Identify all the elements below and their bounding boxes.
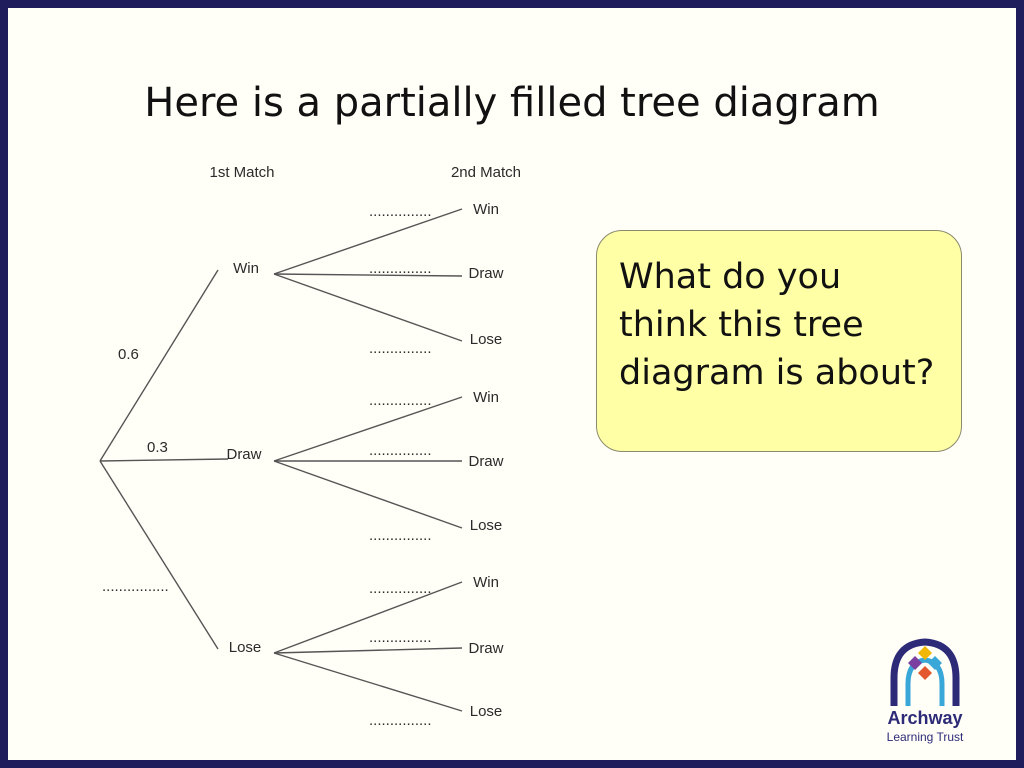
second-match-lose-draw-probability: ............... xyxy=(369,629,432,646)
branch-draw-win xyxy=(273,396,463,462)
second-match-lose-draw-label: Draw xyxy=(468,640,503,657)
question-callout: What do you think this tree diagram is a… xyxy=(596,230,962,452)
logo-tagline: Learning Trust xyxy=(886,730,964,744)
second-match-win-draw-label: Draw xyxy=(468,265,503,282)
second-match-draw-draw-label: Draw xyxy=(468,453,503,470)
archway-logo: Archway Learning Trust xyxy=(880,638,970,744)
first-match-lose-label: Lose xyxy=(229,639,262,656)
branch-root-lose xyxy=(99,460,219,650)
second-match-win-win-probability: ............... xyxy=(369,203,432,220)
first-match-win-label: Win xyxy=(233,260,259,277)
branch-win-lose xyxy=(273,273,463,342)
second-match-lose-lose-label: Lose xyxy=(470,703,503,720)
branch-win-win xyxy=(273,208,463,275)
first-match-header: 1st Match xyxy=(209,164,274,181)
first-match-lose-probability: ................ xyxy=(102,578,169,595)
slide-title: Here is a partially filled tree diagram xyxy=(144,80,880,126)
second-match-win-lose-label: Lose xyxy=(470,331,503,348)
branch-lose-draw xyxy=(273,647,463,654)
second-match-draw-draw-probability: ............... xyxy=(369,442,432,459)
second-match-draw-lose-probability: ............... xyxy=(369,527,432,544)
second-match-win-win-label: Win xyxy=(473,201,499,218)
branch-lose-win xyxy=(273,581,463,654)
second-match-draw-lose-label: Lose xyxy=(470,517,503,534)
archway-arch-icon xyxy=(890,638,960,706)
branch-root-win xyxy=(99,269,219,462)
second-match-lose-lose-probability: ............... xyxy=(369,712,432,729)
second-match-draw-win-probability: ............... xyxy=(369,392,432,409)
second-match-win-lose-probability: ............... xyxy=(369,340,432,357)
branch-draw-lose xyxy=(273,460,463,529)
branch-win-draw xyxy=(273,273,463,277)
logo-name: Archway xyxy=(887,708,963,728)
first-match-draw-probability: 0.3 xyxy=(147,439,168,456)
second-match-header: 2nd Match xyxy=(451,164,521,181)
slide: Here is a partially filled tree diagram … xyxy=(8,8,1016,760)
second-match-lose-win-label: Win xyxy=(473,574,499,591)
second-match-win-draw-probability: ............... xyxy=(369,260,432,277)
first-match-draw-label: Draw xyxy=(226,446,261,463)
branch-root-draw xyxy=(99,458,229,462)
first-match-win-probability: 0.6 xyxy=(118,346,139,363)
second-match-lose-win-probability: ............... xyxy=(369,580,432,597)
branch-lose-lose xyxy=(273,652,463,712)
second-match-draw-win-label: Win xyxy=(473,389,499,406)
